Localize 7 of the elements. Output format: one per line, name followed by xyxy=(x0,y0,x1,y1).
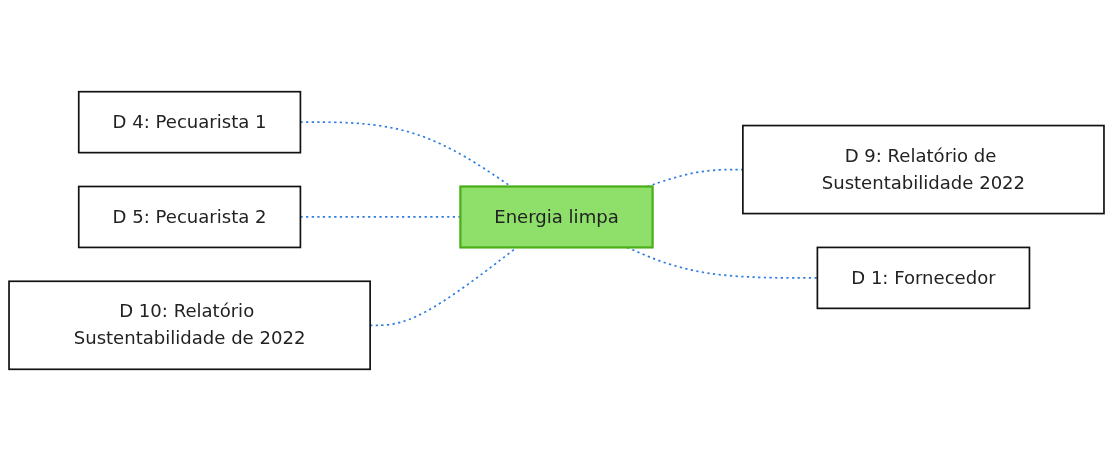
node-box: D 5: Pecuarista 2 xyxy=(77,185,302,249)
node-box: D 9: Relatório de Sustentabilidade 2022 xyxy=(742,124,1105,215)
node-box: D 1: Fornecedor xyxy=(816,246,1031,310)
connector xyxy=(299,216,462,218)
node-box: Energia limpa xyxy=(459,185,654,249)
node-box: D 4: Pecuarista 1 xyxy=(77,90,302,154)
node-box: D 10: Relatório Sustentabilidade de 2022 xyxy=(8,280,371,371)
